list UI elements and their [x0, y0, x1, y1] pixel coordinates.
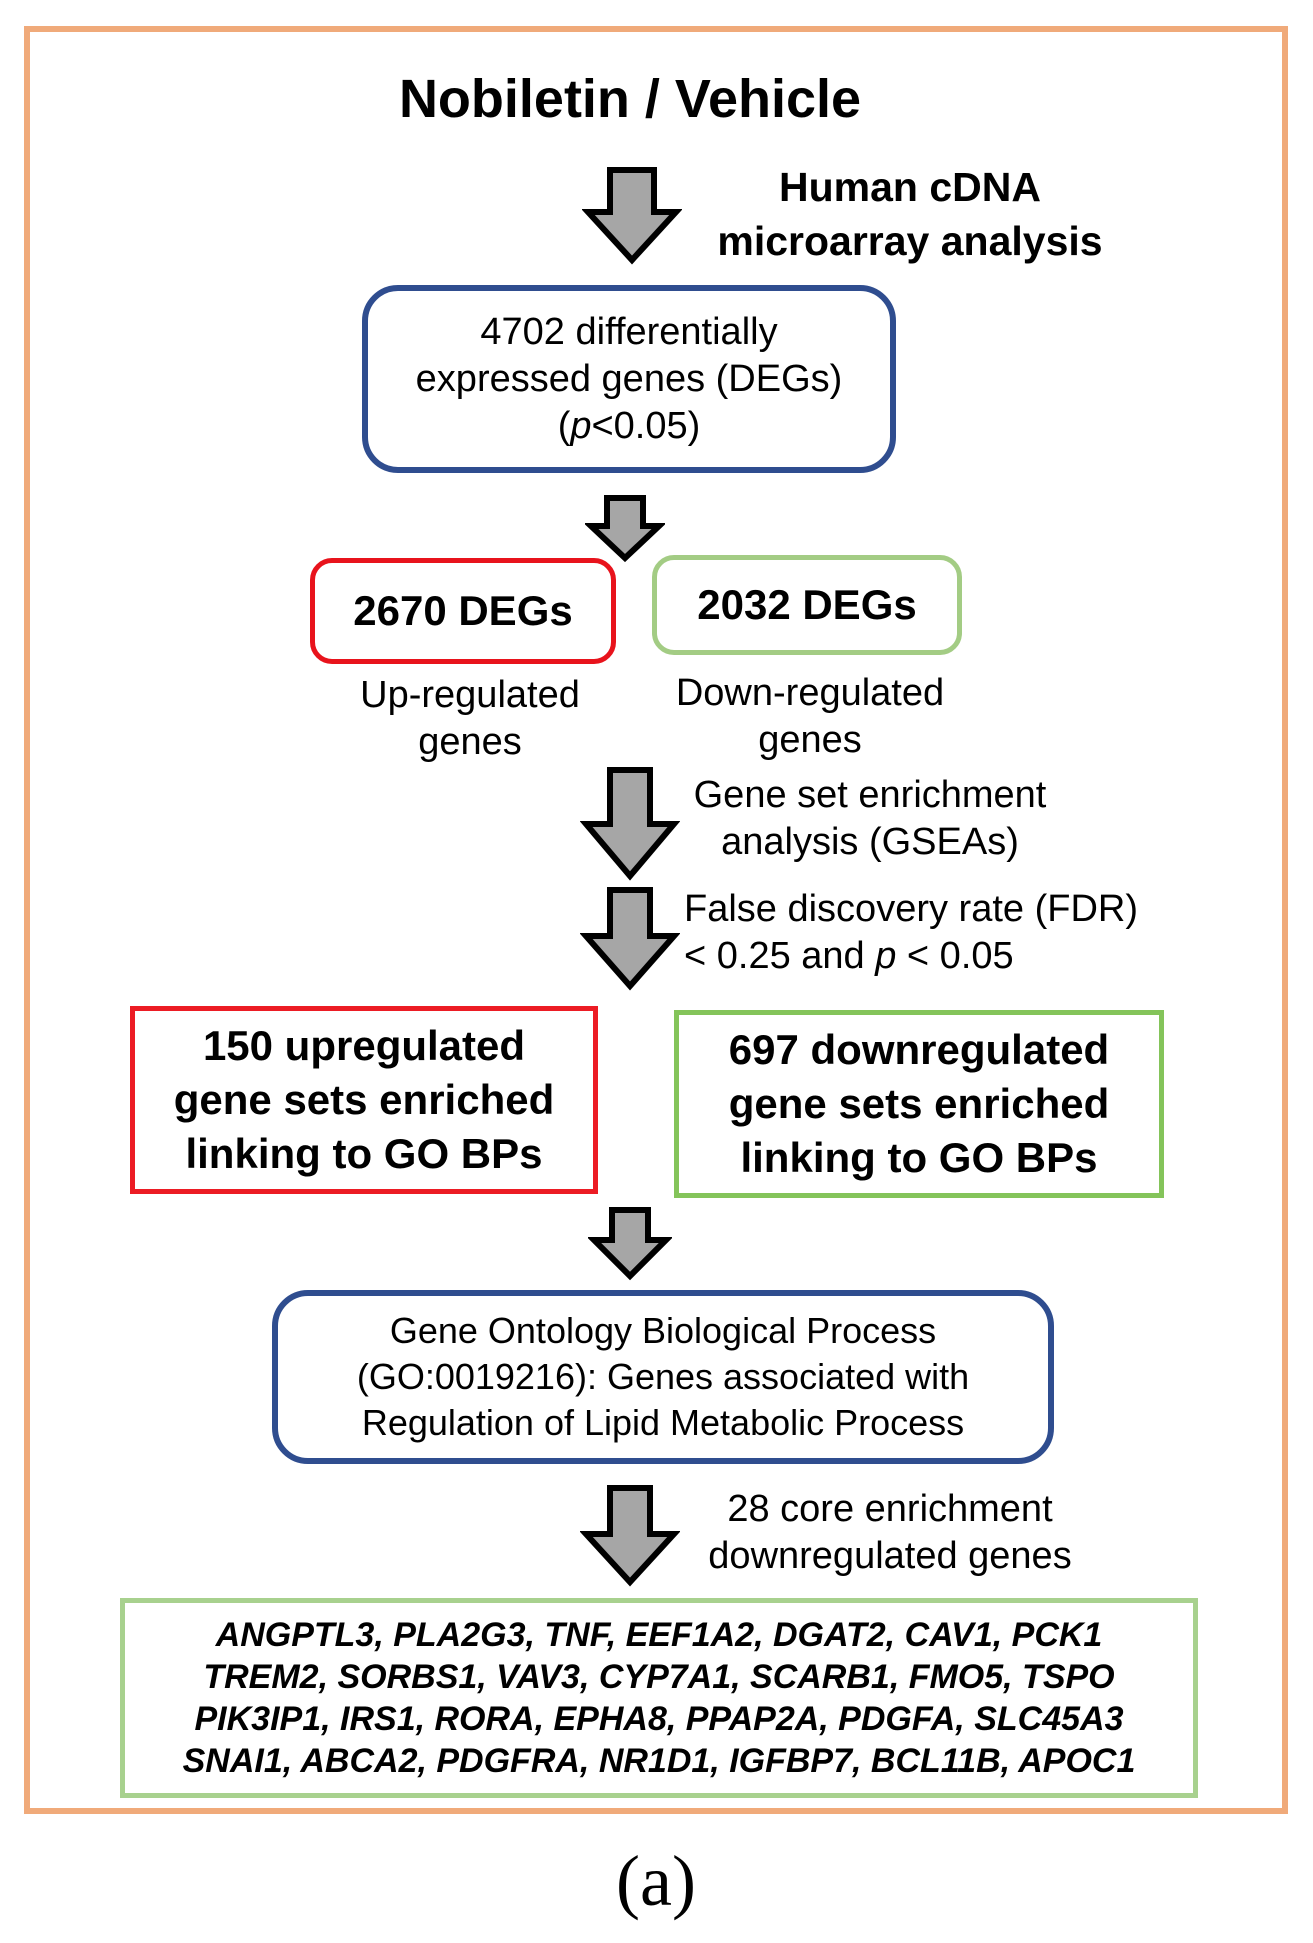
total-degs-line2: expressed genes (DEGs)	[415, 357, 843, 400]
down-arrow-icon	[585, 494, 665, 564]
microarray-step-line2: microarray analysis	[717, 218, 1103, 264]
gsea-step-label: Gene set enrichment analysis (GSEAs)	[693, 774, 1047, 863]
downregulated-caption: Down-regulated genes	[675, 672, 945, 761]
gene-list-line: TREM2, SORBS1, VAV3, CYP7A1, SCARB1, FMO…	[203, 1658, 1115, 1696]
down-arrow-icon	[580, 886, 680, 992]
gene-list-line: ANGPTL3, PLA2G3, TNF, EEF1A2, DGAT2, CAV…	[215, 1616, 1103, 1654]
core-genes-box: ANGPTL3, PLA2G3, TNF, EEF1A2, DGAT2, CAV…	[120, 1598, 1198, 1798]
total-degs-line1: 4702 differentially	[480, 310, 778, 353]
downregulated-degs-box: 2032 DEGs	[652, 555, 962, 655]
down-arrow-icon	[588, 1206, 672, 1282]
upregulated-degs-box: 2670 DEGs	[310, 558, 616, 664]
total-degs-box: 4702 differentially expressed genes (DEG…	[362, 285, 896, 473]
microarray-step-label: Human cDNA microarray analysis	[680, 160, 1140, 268]
downregulated-degs-label: 2032 DEGs	[697, 581, 917, 628]
core-genes-step-label: 28 core enrichment downregulated genes	[708, 1488, 1072, 1577]
gene-list-line: SNAI1, ABCA2, PDGFRA, NR1D1, IGFBP7, BCL…	[182, 1742, 1136, 1780]
gene-list-line: PIK3IP1, IRS1, RORA, EPHA8, PPAP2A, PDGF…	[194, 1700, 1124, 1738]
figure-title: Nobiletin / Vehicle	[398, 69, 862, 129]
down-arrow-icon	[580, 1484, 680, 1588]
total-degs-line3: (p<0.05)	[557, 404, 701, 447]
downregulated-gene-sets-box: 697 downregulated gene sets enriched lin…	[674, 1010, 1164, 1198]
microarray-step-line1: Human cDNA	[779, 164, 1041, 210]
fdr-step-label: False discovery rate (FDR) < 0.25 and p …	[684, 888, 1138, 977]
upregulated-gene-sets-box: 150 upregulated gene sets enriched linki…	[130, 1006, 598, 1194]
go-process-box: Gene Ontology Biological Process (GO:001…	[272, 1290, 1054, 1464]
panel-label: (a)	[616, 1841, 696, 1921]
upregulated-caption: Up-regulated genes	[360, 674, 580, 763]
down-arrow-icon	[582, 166, 682, 266]
figure-frame	[24, 26, 1288, 1814]
down-arrow-icon	[580, 766, 680, 882]
upregulated-degs-label: 2670 DEGs	[353, 587, 573, 634]
